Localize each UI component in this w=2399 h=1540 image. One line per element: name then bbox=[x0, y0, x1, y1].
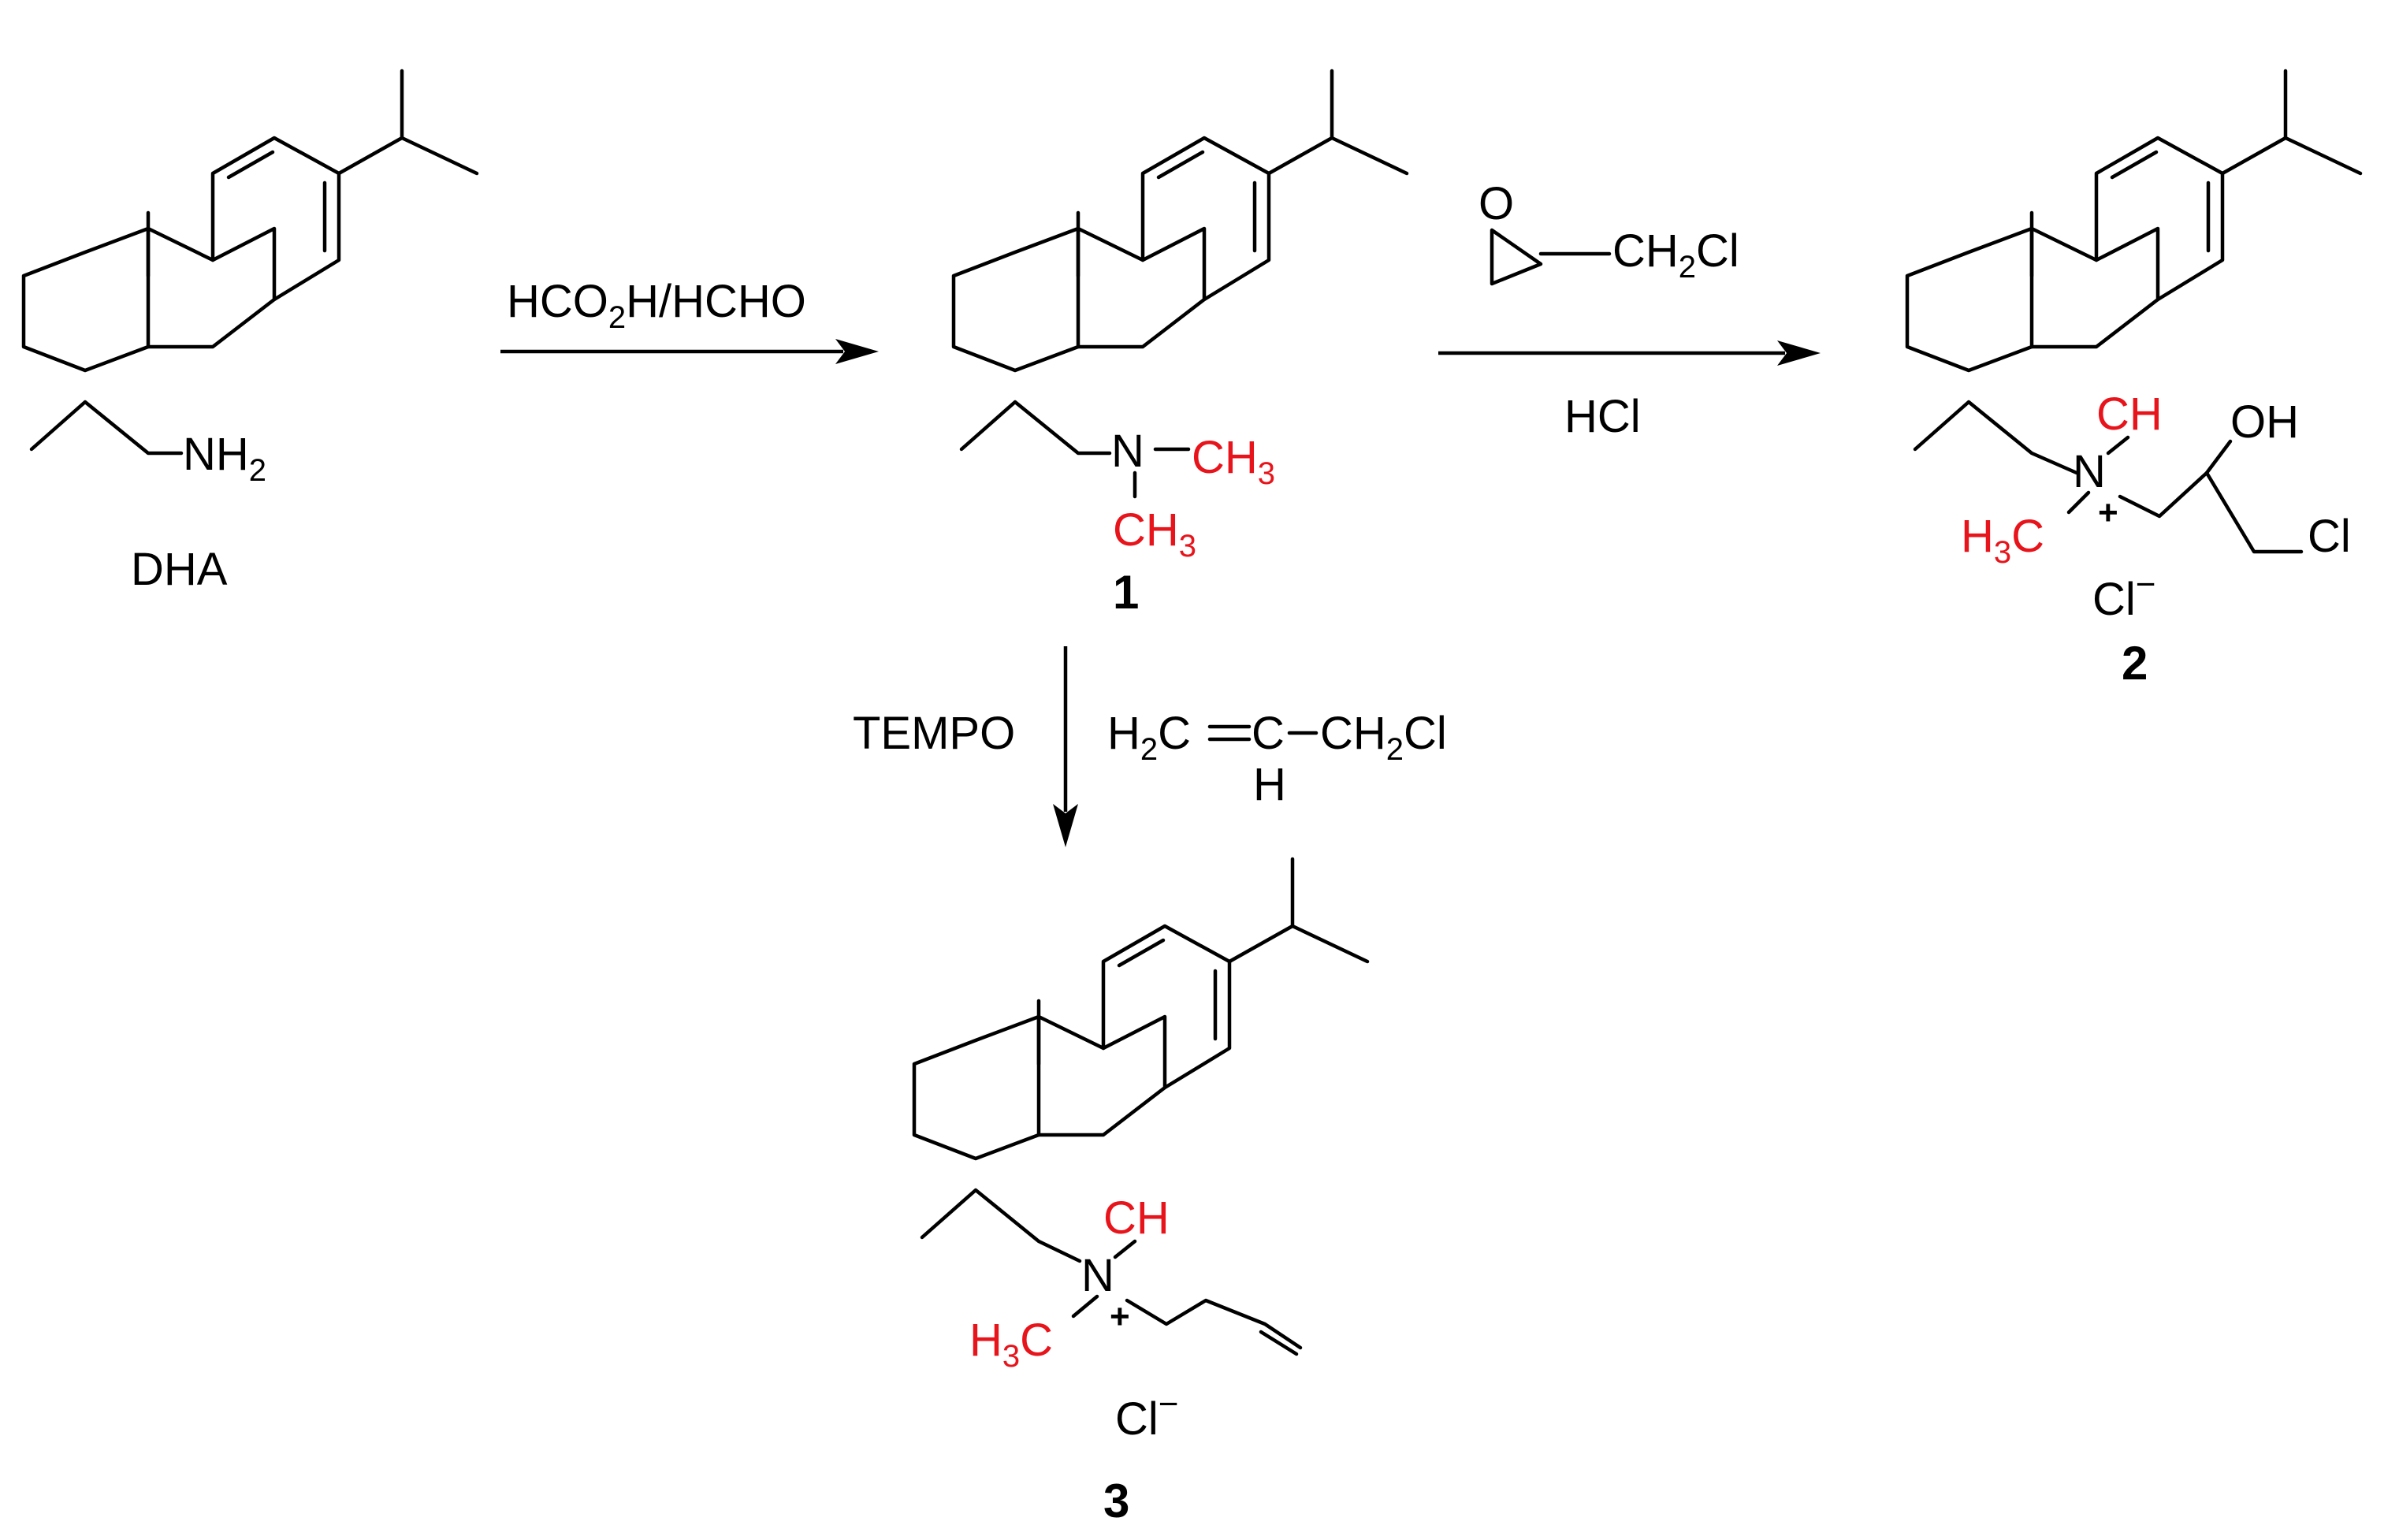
c1-methyl-down: CH3 bbox=[1113, 504, 1196, 564]
ring-c-double-1 bbox=[1156, 150, 1205, 180]
compound-1: N CH3 CH3 1 bbox=[951, 69, 1409, 619]
hydroxyl-bond bbox=[2204, 439, 2233, 475]
compound-3: N + CH H3C Cl− 3 bbox=[912, 857, 1370, 1527]
ring-c-aromatic bbox=[2094, 136, 2225, 302]
skeleton-3 bbox=[912, 857, 1370, 1263]
ring-a bbox=[951, 226, 1080, 373]
allyl-double-bond bbox=[1207, 724, 1252, 742]
isopropyl bbox=[1266, 69, 1409, 176]
arrow-head-3 bbox=[1053, 804, 1078, 847]
ring-c-double-1 bbox=[226, 150, 275, 180]
arrow-step-2: O CH2Cl HCl bbox=[1438, 178, 1821, 442]
step-2-acid: HCl bbox=[1564, 391, 1641, 442]
compound-2: N + CH H3C OH Cl Cl− 2 bbox=[1905, 69, 2363, 690]
step-3-allyl-right: CH2Cl bbox=[1320, 708, 1447, 767]
skeleton-1 bbox=[951, 69, 1409, 456]
ring-a bbox=[21, 226, 151, 373]
ring-b bbox=[146, 226, 277, 349]
step-3-allyl-left: H2C bbox=[1107, 708, 1191, 767]
c2-nitrogen: N bbox=[2073, 446, 2106, 497]
c2-counterion: Cl− bbox=[2092, 565, 2155, 625]
dha-name: DHA bbox=[131, 544, 228, 595]
ring-c-aromatic bbox=[1140, 136, 1271, 302]
c2-methyl-left: H3C bbox=[1961, 511, 2044, 570]
c3-nitrogen: N bbox=[1081, 1250, 1114, 1301]
arrow-head-2 bbox=[1777, 340, 1821, 366]
skeleton-dha bbox=[21, 69, 479, 456]
ring-b bbox=[1076, 226, 1207, 349]
dha-amine-label: NH2 bbox=[183, 429, 266, 488]
step-3-allyl-hydrogen: H bbox=[1253, 759, 1286, 810]
step-2-reagent: CH2Cl bbox=[1612, 225, 1739, 285]
skeleton-2 bbox=[1905, 69, 2363, 475]
ring-c-aromatic bbox=[210, 136, 341, 302]
epoxide-ring bbox=[1490, 228, 1543, 286]
ring-a bbox=[1905, 226, 2034, 373]
n-substituent-bonds-3 bbox=[1071, 1239, 1303, 1356]
c2-charge: + bbox=[2098, 493, 2118, 532]
step-3-allyl-center: C bbox=[1252, 708, 1285, 759]
epoxide-oxygen: O bbox=[1478, 178, 1514, 229]
c3-counterion: Cl− bbox=[1115, 1385, 1178, 1445]
gem-methyl bbox=[29, 400, 184, 456]
isopropyl bbox=[1227, 857, 1370, 964]
gem-methyl bbox=[959, 400, 1112, 456]
ring-c-double-1 bbox=[2110, 150, 2159, 180]
step-3-catalyst: TEMPO bbox=[853, 708, 1015, 759]
ring-a bbox=[912, 1014, 1041, 1161]
c2-hydroxyl: OH bbox=[2230, 396, 2299, 448]
c2-chloro: Cl bbox=[2308, 511, 2351, 562]
c1-nitrogen: N bbox=[1111, 426, 1144, 477]
isopropyl bbox=[2220, 69, 2363, 176]
arrow-step-3: TEMPO H2C C CH2Cl H bbox=[853, 646, 1447, 847]
gem-methyl bbox=[920, 1188, 1082, 1263]
ring-b bbox=[1036, 1014, 1167, 1137]
c3-charge: + bbox=[1110, 1297, 1130, 1336]
ring-c-double-1 bbox=[1117, 938, 1166, 968]
gem-methyl bbox=[1913, 400, 2079, 475]
compound-2-number: 2 bbox=[2122, 637, 2148, 690]
c3-methyl-left: H3C bbox=[969, 1315, 1053, 1374]
isopropyl bbox=[337, 69, 479, 176]
c3-methyl-upper: CH bbox=[1103, 1192, 1170, 1244]
c1-methyl-right: CH3 bbox=[1192, 432, 1275, 491]
n-methyl-bonds-1 bbox=[1133, 447, 1191, 499]
ring-b bbox=[2029, 226, 2160, 349]
c2-methyl-upper: CH bbox=[2096, 389, 2163, 440]
compound-dha: NH2 DHA bbox=[21, 69, 479, 595]
ring-c-aromatic bbox=[1101, 924, 1232, 1090]
arrow-head-1 bbox=[835, 339, 879, 364]
step-1-reagent: HCO2H/HCHO bbox=[507, 276, 806, 335]
compound-3-number: 3 bbox=[1103, 1475, 1129, 1527]
arrow-step-1: HCO2H/HCHO bbox=[500, 276, 879, 364]
compound-1-number: 1 bbox=[1113, 566, 1139, 619]
